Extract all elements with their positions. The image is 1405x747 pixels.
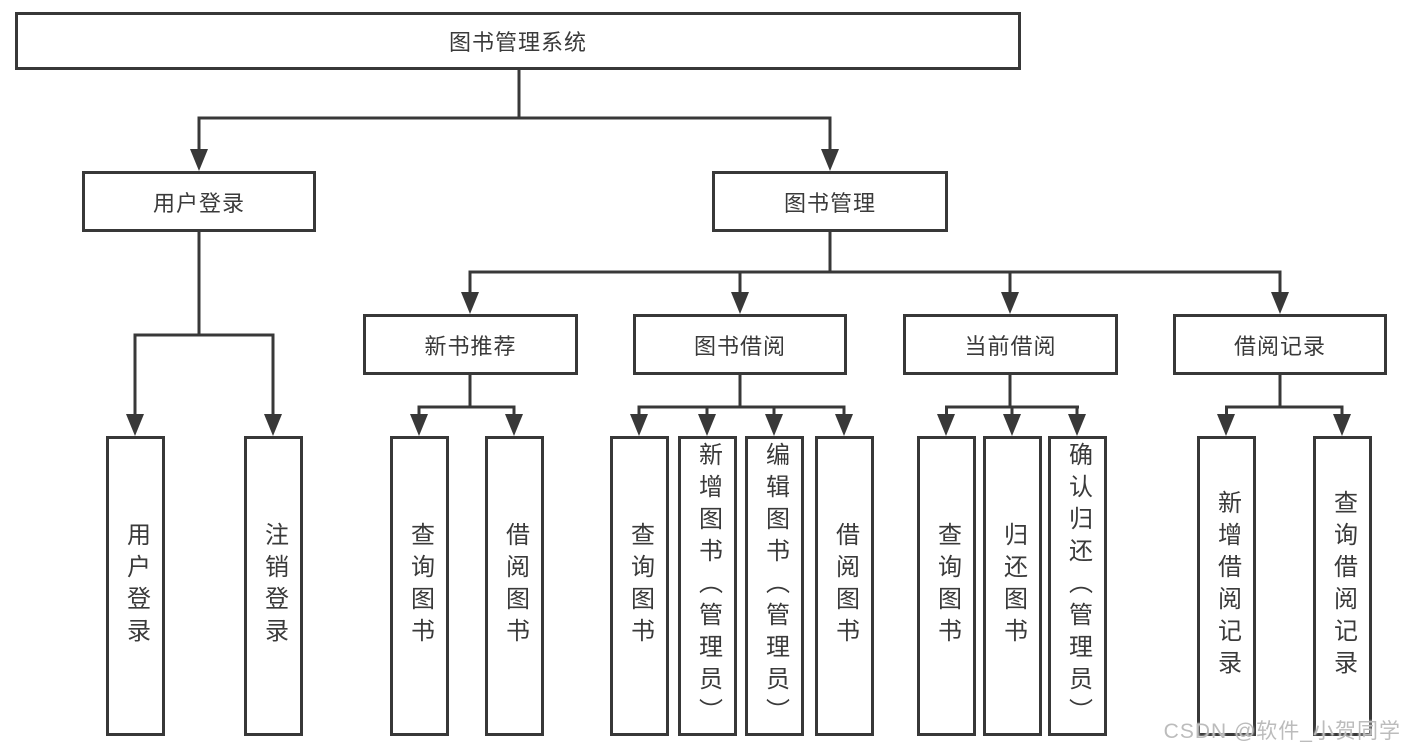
leaf-query-borrow-record-label: 查询借阅记录 — [1329, 490, 1357, 682]
arrowhead — [1068, 414, 1086, 436]
node-borrow-records-label: 借阅记录 — [1233, 333, 1326, 359]
arrowhead — [264, 414, 282, 436]
node-book-borrow: 图书借阅 — [633, 314, 847, 375]
leaf-query-borrow-record: 查询借阅记录 — [1313, 436, 1372, 736]
leaf-borrow-books: 借阅图书 — [815, 436, 874, 736]
arrowhead — [835, 414, 853, 436]
leaf-add-borrow-record-label: 新增借阅记录 — [1213, 490, 1241, 682]
arrowhead — [461, 292, 479, 314]
node-new-book-recommend: 新书推荐 — [363, 314, 578, 375]
leaf-logout: 注销登录 — [244, 436, 303, 736]
leaf-query-books-borrow: 查询图书 — [610, 436, 669, 736]
arrowhead — [1333, 414, 1351, 436]
connector-book-management-to-level3 — [461, 232, 1289, 314]
arrowhead — [1217, 414, 1235, 436]
node-borrow-records: 借阅记录 — [1173, 314, 1387, 375]
leaf-confirm-return-admin-label: 确认归还（管理员） — [1064, 442, 1092, 730]
csdn-watermark: CSDN @软件_小贺同学 — [1163, 720, 1401, 743]
connector-new-book-recommend-to-leaves — [410, 375, 523, 436]
node-root-label: 图书管理系统 — [448, 30, 587, 55]
node-root: 图书管理系统 — [15, 12, 1021, 70]
leaf-confirm-return-admin: 确认归还（管理员） — [1048, 436, 1107, 736]
arrowhead — [698, 414, 716, 436]
node-user-login: 用户登录 — [82, 171, 316, 232]
leaf-borrow-books-recommend-label: 借阅图书 — [501, 522, 529, 650]
leaf-query-books-recommend: 查询图书 — [390, 436, 449, 736]
leaf-add-books-admin: 新增图书（管理员） — [678, 436, 737, 736]
arrowhead — [821, 149, 839, 171]
leaf-query-books-borrow-label: 查询图书 — [626, 522, 654, 650]
leaf-query-books-current: 查询图书 — [917, 436, 976, 736]
leaf-add-books-admin-label: 新增图书（管理员） — [694, 442, 722, 730]
leaf-edit-books-admin-label: 编辑图书（管理员） — [761, 442, 789, 730]
node-book-management: 图书管理 — [712, 171, 948, 232]
leaf-borrow-books-label: 借阅图书 — [831, 522, 859, 650]
connector-root-to-level2 — [190, 70, 839, 171]
connector-current-borrow-to-leaves — [937, 375, 1086, 436]
connector-book-borrow-to-leaves — [630, 375, 853, 436]
leaf-return-books-label: 归还图书 — [999, 522, 1027, 650]
leaf-user-login: 用户登录 — [106, 436, 165, 736]
leaf-query-books-recommend-label: 查询图书 — [406, 522, 434, 650]
leaf-borrow-books-recommend: 借阅图书 — [485, 436, 544, 736]
arrowhead — [1003, 414, 1021, 436]
leaf-edit-books-admin: 编辑图书（管理员） — [745, 436, 804, 736]
arrowhead — [765, 414, 783, 436]
node-current-borrow-label: 当前借阅 — [964, 333, 1057, 359]
arrowhead — [937, 414, 955, 436]
node-new-book-recommend-label: 新书推荐 — [424, 333, 517, 359]
node-book-management-label: 图书管理 — [783, 190, 876, 216]
leaf-add-borrow-record: 新增借阅记录 — [1197, 436, 1256, 736]
connector-user-login-to-leaves — [126, 232, 282, 436]
node-book-borrow-label: 图书借阅 — [693, 333, 786, 359]
arrowhead — [190, 149, 208, 171]
arrowhead — [630, 414, 648, 436]
arrowhead — [731, 292, 749, 314]
node-current-borrow: 当前借阅 — [903, 314, 1118, 375]
connector-borrow-records-to-leaves — [1217, 375, 1351, 436]
node-user-login-label: 用户登录 — [152, 190, 245, 216]
arrowhead — [410, 414, 428, 436]
leaf-user-login-label: 用户登录 — [122, 522, 150, 650]
leaf-query-books-current-label: 查询图书 — [933, 522, 961, 650]
arrowhead — [1271, 292, 1289, 314]
arrowhead — [505, 414, 523, 436]
leaf-return-books: 归还图书 — [983, 436, 1042, 736]
arrowhead — [1001, 292, 1019, 314]
leaf-logout-label: 注销登录 — [260, 522, 288, 650]
arrowhead — [126, 414, 144, 436]
